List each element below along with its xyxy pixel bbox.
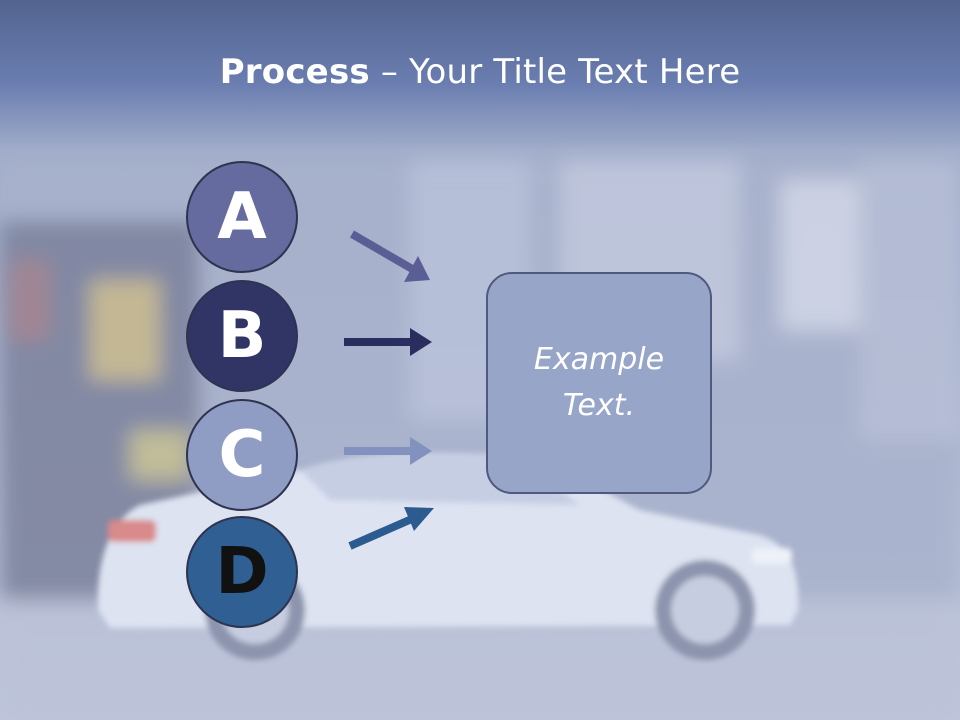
slide-title: Process – Your Title Text Here xyxy=(0,52,960,92)
title-band xyxy=(0,0,960,150)
arrow-a xyxy=(349,230,430,282)
title-rest: – Your Title Text Here xyxy=(369,52,741,92)
step-c-circle: C xyxy=(186,399,298,511)
arrow-b xyxy=(344,328,432,356)
step-d-circle: D xyxy=(186,516,298,628)
result-box-text: Example Text. xyxy=(533,342,665,423)
arrow-c xyxy=(344,437,432,465)
step-a-circle: A xyxy=(186,161,298,273)
title-bold: Process xyxy=(219,52,370,92)
arrow-d xyxy=(348,507,434,550)
step-b-circle: B xyxy=(186,280,298,392)
result-box: Example Text. xyxy=(486,272,712,494)
